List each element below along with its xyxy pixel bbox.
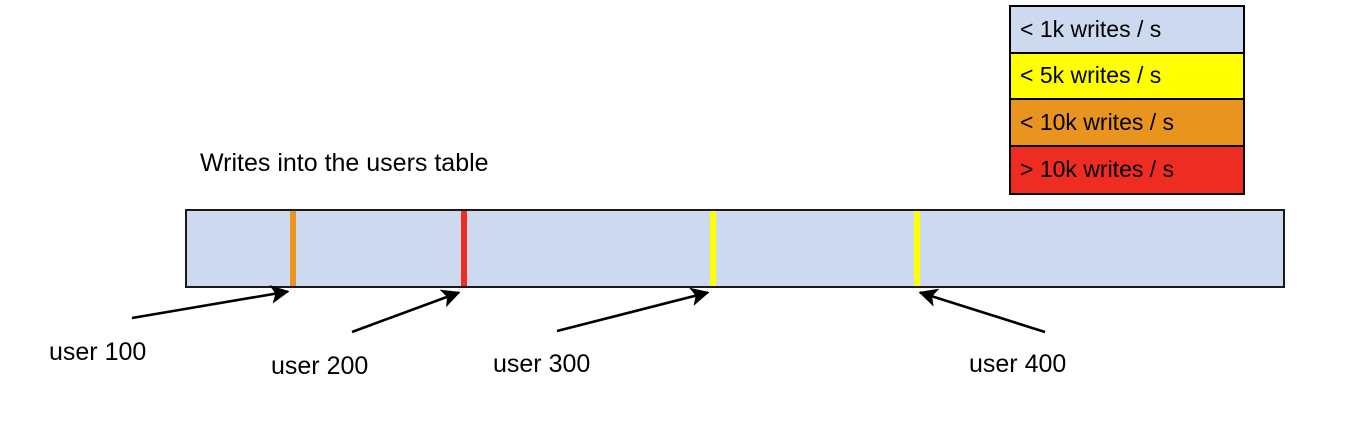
- legend-label-over-10k: > 10k writes / s: [1020, 156, 1175, 183]
- legend-row-under-10k: < 10k writes / s: [1011, 100, 1243, 147]
- callout-label-user-400: user 400: [969, 350, 1067, 378]
- arrow-user-300: [556, 287, 710, 333]
- bar-marker-user-300: [710, 211, 716, 286]
- bar-marker-user-100: [290, 211, 296, 286]
- legend-row-over-10k: > 10k writes / s: [1011, 146, 1243, 193]
- bar-marker-user-200: [461, 211, 467, 286]
- arrow-user-100: [131, 285, 290, 320]
- callout-label-user-200: user 200: [271, 352, 369, 380]
- bar-marker-user-400: [914, 211, 920, 286]
- legend: < 1k writes / s < 5k writes / s < 10k wr…: [1009, 5, 1245, 195]
- legend-label-under-5k: < 5k writes / s: [1020, 62, 1162, 89]
- callout-label-user-100: user 100: [49, 338, 147, 366]
- legend-label-under-1k: < 1k writes / s: [1020, 15, 1162, 42]
- arrow-user-400: [918, 288, 1046, 334]
- legend-row-under-1k: < 1k writes / s: [1011, 7, 1243, 54]
- arrow-user-200: [351, 289, 461, 334]
- users-table-bar: [185, 209, 1285, 288]
- callout-label-user-300: user 300: [493, 350, 591, 378]
- legend-row-under-5k: < 5k writes / s: [1011, 53, 1243, 100]
- chart-title: Writes into the users table: [200, 149, 489, 177]
- legend-label-under-10k: < 10k writes / s: [1020, 108, 1175, 135]
